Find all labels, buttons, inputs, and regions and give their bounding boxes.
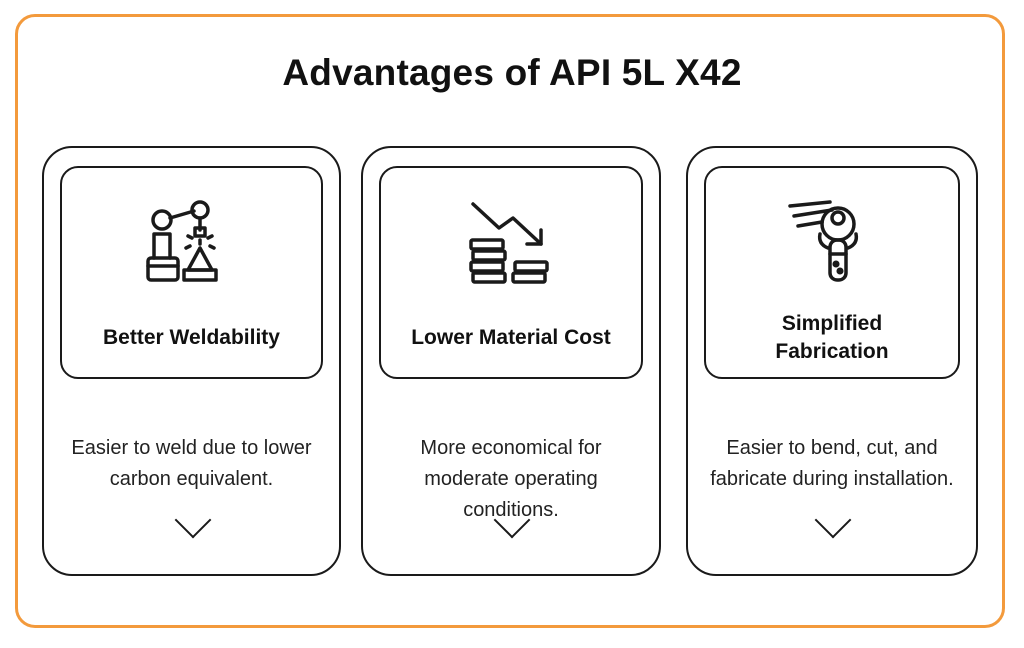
card-heading: Lower Material Cost [411,326,611,349]
card-lower-material-cost: Lower Material Cost More economical for … [361,146,661,576]
card-header-bubble: Better Weldability [60,166,323,379]
page-title: Advantages of API 5L X42 [282,52,742,93]
card-description: Easier to bend, cut, and fabricate durin… [710,437,954,490]
card-better-weldability: Better Weldability Easier to weld due to… [42,146,341,576]
card-description: More economical for moderate operating c… [420,437,602,521]
coins-down-trend-icon [461,196,561,296]
robot-arm-welding-icon [142,196,242,296]
card-header-bubble: Lower Material Cost [379,166,643,379]
card-header-bubble: Simplified Fabrication [704,166,960,379]
fabrication-tool-icon [782,196,882,296]
card-heading: Simplified Fabrication [775,312,889,363]
outer-frame [15,14,1005,628]
card-description: Easier to weld due to lower carbon equiv… [71,437,312,490]
bubble-pointer [814,501,852,539]
bubble-pointer [174,501,211,539]
card-simplified-fabrication: Simplified Fabrication Easier to bend, c… [686,146,978,576]
card-heading: Better Weldability [103,326,280,349]
